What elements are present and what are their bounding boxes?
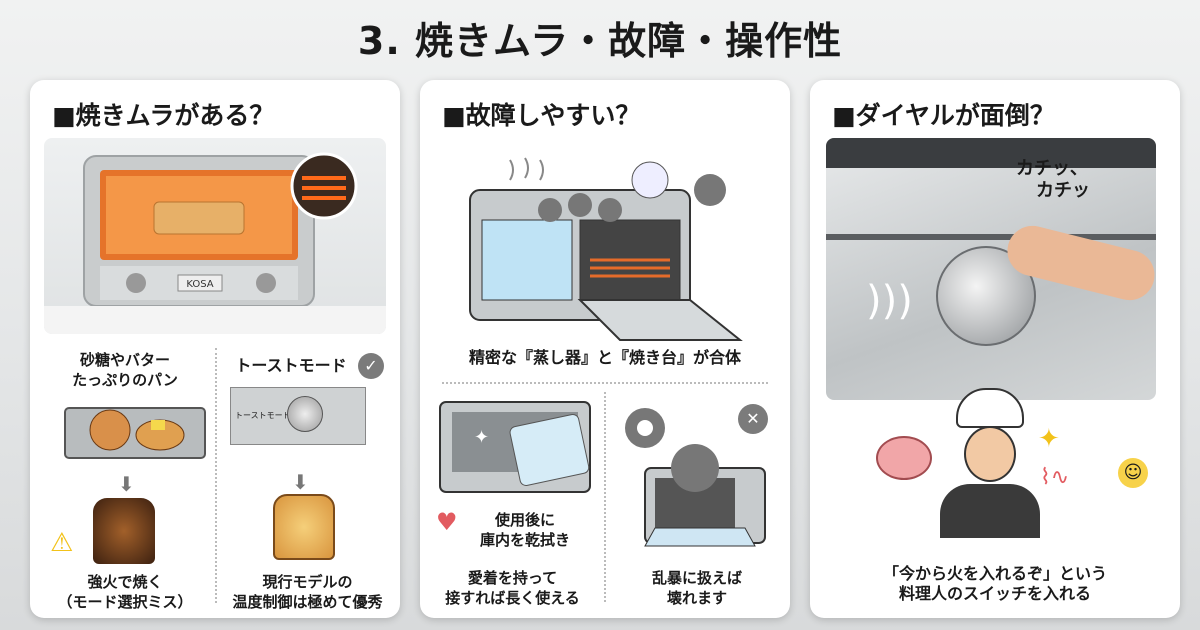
golden-toast xyxy=(273,494,335,560)
caption: 「今から火を入れるぞ」という 料理人のスイッチを入れる xyxy=(810,564,1180,604)
result-line: 現行モデルの xyxy=(262,573,353,591)
check-icon: ✓ xyxy=(358,353,384,379)
toaster-photo: KOSA xyxy=(44,138,386,334)
dial-knob[interactable] xyxy=(287,396,323,432)
page-title: 3. 焼きムラ・故障・操作性 xyxy=(357,19,843,63)
sound-text: カチッ、 カチッ xyxy=(1016,158,1090,202)
arrow-down-icon: ⬇ xyxy=(292,470,309,494)
warning-icon: ⚠ xyxy=(50,528,74,558)
right-result: 乱暴に扱えば 壊れます xyxy=(608,568,786,608)
card-heading: ■ダイヤルが面倒？ xyxy=(832,101,1055,130)
arrow-down-icon: ⬇ xyxy=(118,472,135,496)
sound-wave-icon: ))) xyxy=(866,278,913,324)
steam-oven-illustration xyxy=(469,157,743,341)
result-line: 強火で焼く xyxy=(87,573,163,591)
bread-tray-illustration xyxy=(64,407,206,459)
card-heading: ■焼きムラがある？ xyxy=(52,101,275,130)
caption-line: たっぷりのパン xyxy=(72,371,178,389)
sound-line: カチッ、 xyxy=(1016,158,1088,179)
wiping-oven-illustration: ✦ xyxy=(439,401,591,493)
caption-line: 砂糖やバター xyxy=(79,351,170,369)
dial-label: トーストモード xyxy=(235,411,291,420)
brain-icon xyxy=(876,436,932,480)
broken-oven-illustration xyxy=(625,408,766,547)
sound-line: カチッ xyxy=(1036,180,1090,201)
card-uneven-baking: ■焼きムラがある？ KOSA 砂糖やバター たっぷりのパン トーストモード ✓ … xyxy=(30,80,400,618)
caption-line: 料理人のスイッチを入れる xyxy=(898,584,1091,603)
chef-icon xyxy=(940,388,1040,538)
pulse-icon: ⌇∿ xyxy=(1040,465,1070,490)
right-result: 現行モデルの 温度制御は極めて優秀 xyxy=(220,572,395,612)
result-line: 乱暴に扱えば xyxy=(651,569,742,587)
smile-icon: ☺ xyxy=(1118,458,1148,488)
burnt-toast xyxy=(93,498,155,564)
caption: 精密な『蒸し器』と『焼き台』が合体 xyxy=(468,348,741,367)
result-line: （モード選択ミス） xyxy=(57,593,193,611)
result-line: 愛着を持って xyxy=(467,569,558,587)
heart-icon: ♥ xyxy=(436,508,458,536)
sparkle-icon: ✦ xyxy=(1038,424,1060,454)
right-caption: トーストモード xyxy=(235,356,347,375)
svg-text:✦: ✦ xyxy=(474,427,489,448)
card-breakdown: ■故障しやすい？ 精密な『蒸し器』と『焼き台』が合体 ✦ ♥ 使用後に 庫内を乾… xyxy=(420,80,790,618)
result-line: 温度制御は極めて優秀 xyxy=(232,593,383,611)
left-result: 強火で焼く （モード選択ミス） xyxy=(40,572,210,612)
result-line: 壊れます xyxy=(666,589,727,607)
toaster-brand: KOSA xyxy=(186,279,213,290)
card-heading: ■故障しやすい？ xyxy=(442,101,641,130)
cross-icon: ✕ xyxy=(738,404,768,434)
left-note: 使用後に 庫内を乾拭き xyxy=(460,510,590,550)
card-dial: ■ダイヤルが面倒？ ))) カチッ、 カチッ ✦ ⌇∿ ☺ 「今から火を入れるぞ… xyxy=(810,80,1180,618)
note-line: 庫内を乾拭き xyxy=(479,531,570,549)
caption-line: 「今から火を入れるぞ」という xyxy=(882,564,1107,583)
left-caption: 砂糖やバター たっぷりのパン xyxy=(40,350,210,390)
result-line: 接すれば長く使える xyxy=(445,589,580,607)
dial-panel: トーストモード xyxy=(230,387,366,445)
note-line: 使用後に xyxy=(494,511,555,529)
dial-photo: ))) カチッ、 カチッ xyxy=(826,138,1156,400)
left-result: 愛着を持って 接すれば長く使える xyxy=(425,568,600,608)
